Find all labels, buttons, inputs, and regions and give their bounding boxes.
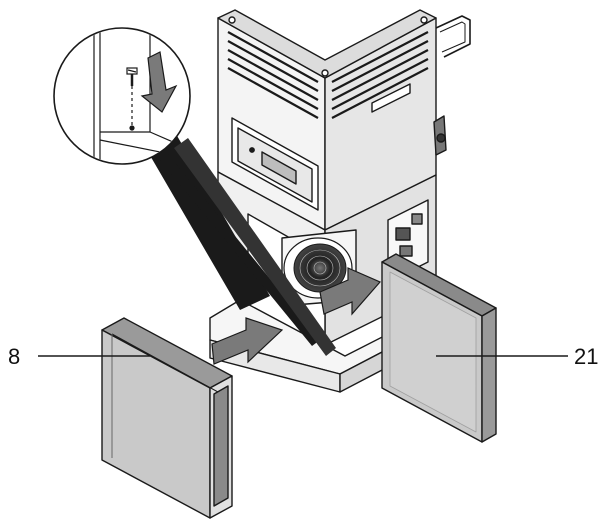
fan [283, 237, 353, 299]
louvres-front [227, 31, 319, 119]
bolt [321, 69, 329, 77]
right-arrow-icon [319, 267, 381, 316]
filter-21 [381, 253, 497, 443]
control-knob [249, 147, 255, 153]
electric-connector [399, 245, 413, 257]
detail-magnifier [53, 27, 191, 165]
screw-icon [126, 67, 138, 86]
bolt [420, 16, 428, 24]
louvres-side [331, 31, 429, 119]
zoom-beam [160, 154, 320, 346]
down-arrow-icon [140, 51, 178, 113]
side-plug-knob [436, 133, 446, 143]
right-arrow-icon [211, 317, 284, 365]
callout-8: 8 [8, 344, 20, 369]
electric-connector [395, 227, 411, 241]
filter-21-side [481, 307, 497, 443]
display-panel [261, 151, 297, 185]
filter-8-side-inner [213, 385, 229, 507]
carry-handle [435, 15, 471, 58]
filter-21-inset [389, 271, 477, 433]
carry-handle-inner [439, 21, 466, 53]
cabinet-top [217, 9, 437, 79]
bolt [228, 16, 236, 24]
callout-21: 21 [574, 344, 598, 369]
zoom-beam [174, 138, 336, 356]
side-strip [371, 83, 411, 113]
zoom-beams [148, 134, 336, 356]
electric-connector [411, 213, 423, 225]
filter-8 [101, 317, 233, 519]
